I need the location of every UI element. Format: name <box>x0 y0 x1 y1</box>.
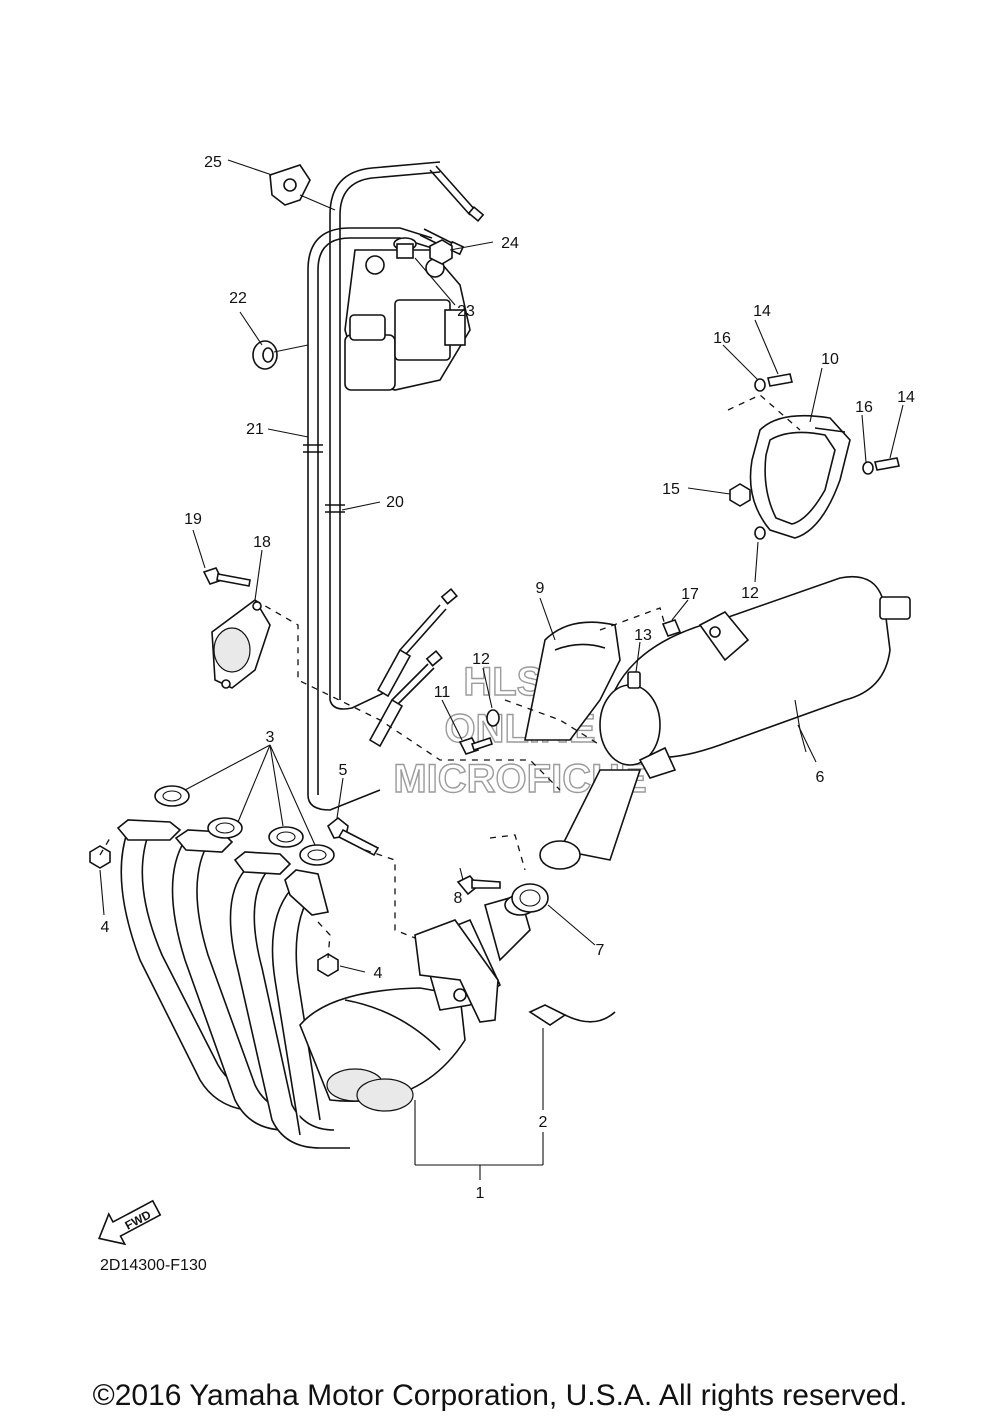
washer-part-12-lower <box>486 709 500 727</box>
bracket-part-18 <box>211 598 271 689</box>
gaskets-part-3 <box>154 785 335 866</box>
muffler-part-6 <box>539 576 911 870</box>
washer-part-12-upper <box>754 526 766 540</box>
muffler-cover-part-10 <box>749 414 851 539</box>
callout-14-upper: 14 <box>753 303 771 320</box>
callout-15: 15 <box>662 481 680 498</box>
callout-12-lower: 12 <box>472 651 490 668</box>
bolt-part-8 <box>456 874 501 896</box>
fwd-arrow: FWD <box>98 1199 162 1246</box>
callout-10: 10 <box>821 351 839 368</box>
nut-part-24 <box>429 239 453 265</box>
callout-12-upper: 12 <box>741 585 759 602</box>
assembly-dashed-lines <box>99 394 801 959</box>
diagram-code: 2D14300-F130 <box>100 1257 207 1274</box>
nut-part-15 <box>729 483 751 507</box>
o2-sensor-part-2 <box>528 1004 616 1026</box>
exhaust-valve-cables <box>303 161 485 811</box>
callout-labels: 1 2 3 4 4 5 6 7 8 9 10 11 12 12 13 14 14… <box>101 154 915 1202</box>
callout-25: 25 <box>204 154 222 171</box>
damper-part-13 <box>627 671 641 689</box>
nuts-part-4 <box>89 845 339 977</box>
muffler-protector-part-9 <box>524 621 621 741</box>
callout-9: 9 <box>536 580 545 597</box>
callout-7: 7 <box>596 942 605 959</box>
callout-3: 3 <box>266 729 275 746</box>
bolt-part-19 <box>202 567 251 587</box>
exhaust-pipe-assy-part-1 <box>116 819 536 1149</box>
callout-23: 23 <box>457 303 475 320</box>
leader-lines <box>99 159 904 1180</box>
callout-8: 8 <box>454 890 463 907</box>
callout-4-right: 4 <box>374 965 383 982</box>
callout-13: 13 <box>634 627 652 644</box>
damper-part-17 <box>661 619 682 637</box>
washers-part-16 <box>754 378 874 475</box>
bolt-part-5 <box>326 816 380 857</box>
bolts-part-14 <box>767 373 900 471</box>
callout-1: 1 <box>476 1185 485 1202</box>
bolt-part-11 <box>458 736 494 755</box>
callout-19: 19 <box>184 511 202 528</box>
callout-20: 20 <box>386 494 404 511</box>
callout-16-right: 16 <box>855 399 873 416</box>
copyright-notice: ©2016 Yamaha Motor Corporation, U.S.A. A… <box>93 1379 908 1412</box>
callout-21: 21 <box>246 421 264 438</box>
callout-11: 11 <box>434 684 451 701</box>
callout-16-upper: 16 <box>713 330 731 347</box>
callout-14-right: 14 <box>897 389 915 406</box>
gasket-part-7 <box>511 883 549 913</box>
exhaust-valve-servo-motor <box>344 249 471 391</box>
cable-clamp-part-25 <box>269 164 311 206</box>
grommet-part-22 <box>252 340 278 370</box>
callout-22: 22 <box>229 290 247 307</box>
callout-2: 2 <box>539 1114 548 1131</box>
callout-17: 17 <box>681 586 699 603</box>
collar-part-23 <box>393 237 417 259</box>
callout-5: 5 <box>339 762 348 779</box>
callout-24: 24 <box>501 235 519 252</box>
callout-6: 6 <box>816 769 825 786</box>
callout-18: 18 <box>253 534 271 551</box>
callout-4-left: 4 <box>101 919 110 936</box>
